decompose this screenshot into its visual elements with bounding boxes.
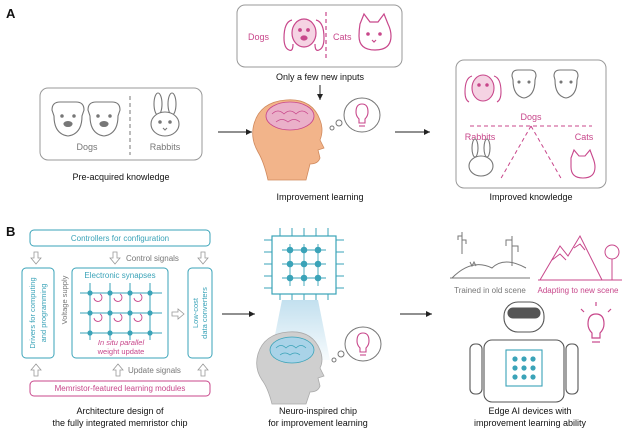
rabbit-icon <box>150 92 180 137</box>
robot-chip-icon <box>505 349 543 387</box>
controllers-box <box>29 229 211 247</box>
improved-rabbits-label: Rabbits <box>465 132 496 142</box>
synapses-label: Electronic synapses <box>84 271 155 280</box>
converters-label-line2: data converters <box>200 287 209 339</box>
improved-cats-label: Cats <box>575 132 594 142</box>
drivers-label-line1: Drivers for computing <box>28 277 37 348</box>
robot-icon <box>469 301 579 403</box>
cat-icon <box>570 148 596 179</box>
improved-box: Dogs Rabbits Cats <box>455 59 607 189</box>
cat-icon <box>358 12 392 51</box>
improvement-learning-caption: Improvement learning <box>276 192 363 202</box>
dog-icon <box>464 74 502 103</box>
controllers-label: Controllers for configuration <box>71 234 169 243</box>
improved-dogs-label: Dogs <box>520 112 542 122</box>
new-scene-label: Adapting to new scene <box>538 286 619 295</box>
new-inputs-box: Dogs Cats <box>236 4 403 68</box>
learning-modules-box <box>29 380 211 397</box>
lightbulb-icon <box>580 302 612 343</box>
drivers-box <box>21 267 55 359</box>
preacquired-box: Dogs Rabbits <box>39 87 203 161</box>
preacquired-rabbits-label: Rabbits <box>150 142 181 152</box>
panel-a-letter: A <box>6 6 16 21</box>
lightbulb-icon <box>355 103 369 127</box>
desert-scene-icon <box>450 232 530 279</box>
edge-caption-line2: improvement learning ability <box>474 418 587 428</box>
update-signals-label: Update signals <box>128 366 181 375</box>
converters-box <box>187 267 213 359</box>
dog-icon <box>511 69 579 99</box>
preacquired-dogs-label: Dogs <box>76 142 98 152</box>
dog-icon <box>51 101 121 137</box>
hollow-arrow-down <box>30 251 209 265</box>
edge-caption-line1: Edge AI devices with <box>488 406 571 416</box>
voltage-supply-label: Voltage supply <box>60 275 69 324</box>
insitu-label-line1: In situ parallel <box>98 338 145 347</box>
new-inputs-dogs-label: Dogs <box>248 32 270 42</box>
thought-bubble <box>329 97 381 133</box>
arch-caption-line1: Architecture design of <box>76 406 164 416</box>
improved-dividers <box>470 125 592 181</box>
improved-caption: Improved knowledge <box>489 192 572 202</box>
learning-modules-label: Memristor-featured learning modules <box>55 384 186 393</box>
dog-icon <box>283 18 325 51</box>
thought-bubble <box>331 326 382 363</box>
head-with-brain-icon <box>252 99 325 181</box>
new-inputs-caption: Only a few new inputs <box>276 72 365 82</box>
preacquired-caption: Pre-acquired knowledge <box>72 172 169 182</box>
hollow-arrow-up <box>30 363 209 377</box>
new-inputs-cats-label: Cats <box>333 32 352 42</box>
control-signals-label: Control signals <box>126 254 179 263</box>
chip-caption-line2: for improvement learning <box>268 418 368 428</box>
old-scene-label: Trained in old scene <box>454 286 526 295</box>
panel-b-letter: B <box>6 224 15 239</box>
crossbar-array <box>80 283 162 340</box>
insitu-label-line2: weight update <box>97 347 145 356</box>
arch-caption-line2: the fully integrated memristor chip <box>52 418 187 428</box>
lightbulb-icon <box>356 332 370 356</box>
converters-label-line1: Low-cost <box>191 297 200 328</box>
mountain-scene-icon <box>538 234 622 281</box>
drivers-label-line2: and programming <box>39 284 48 343</box>
chip-caption-line1: Neuro-inspired chip <box>279 406 357 416</box>
gray-head-with-brain-icon <box>256 331 325 405</box>
rabbit-icon <box>468 138 494 177</box>
hollow-arrow-right <box>171 308 185 320</box>
